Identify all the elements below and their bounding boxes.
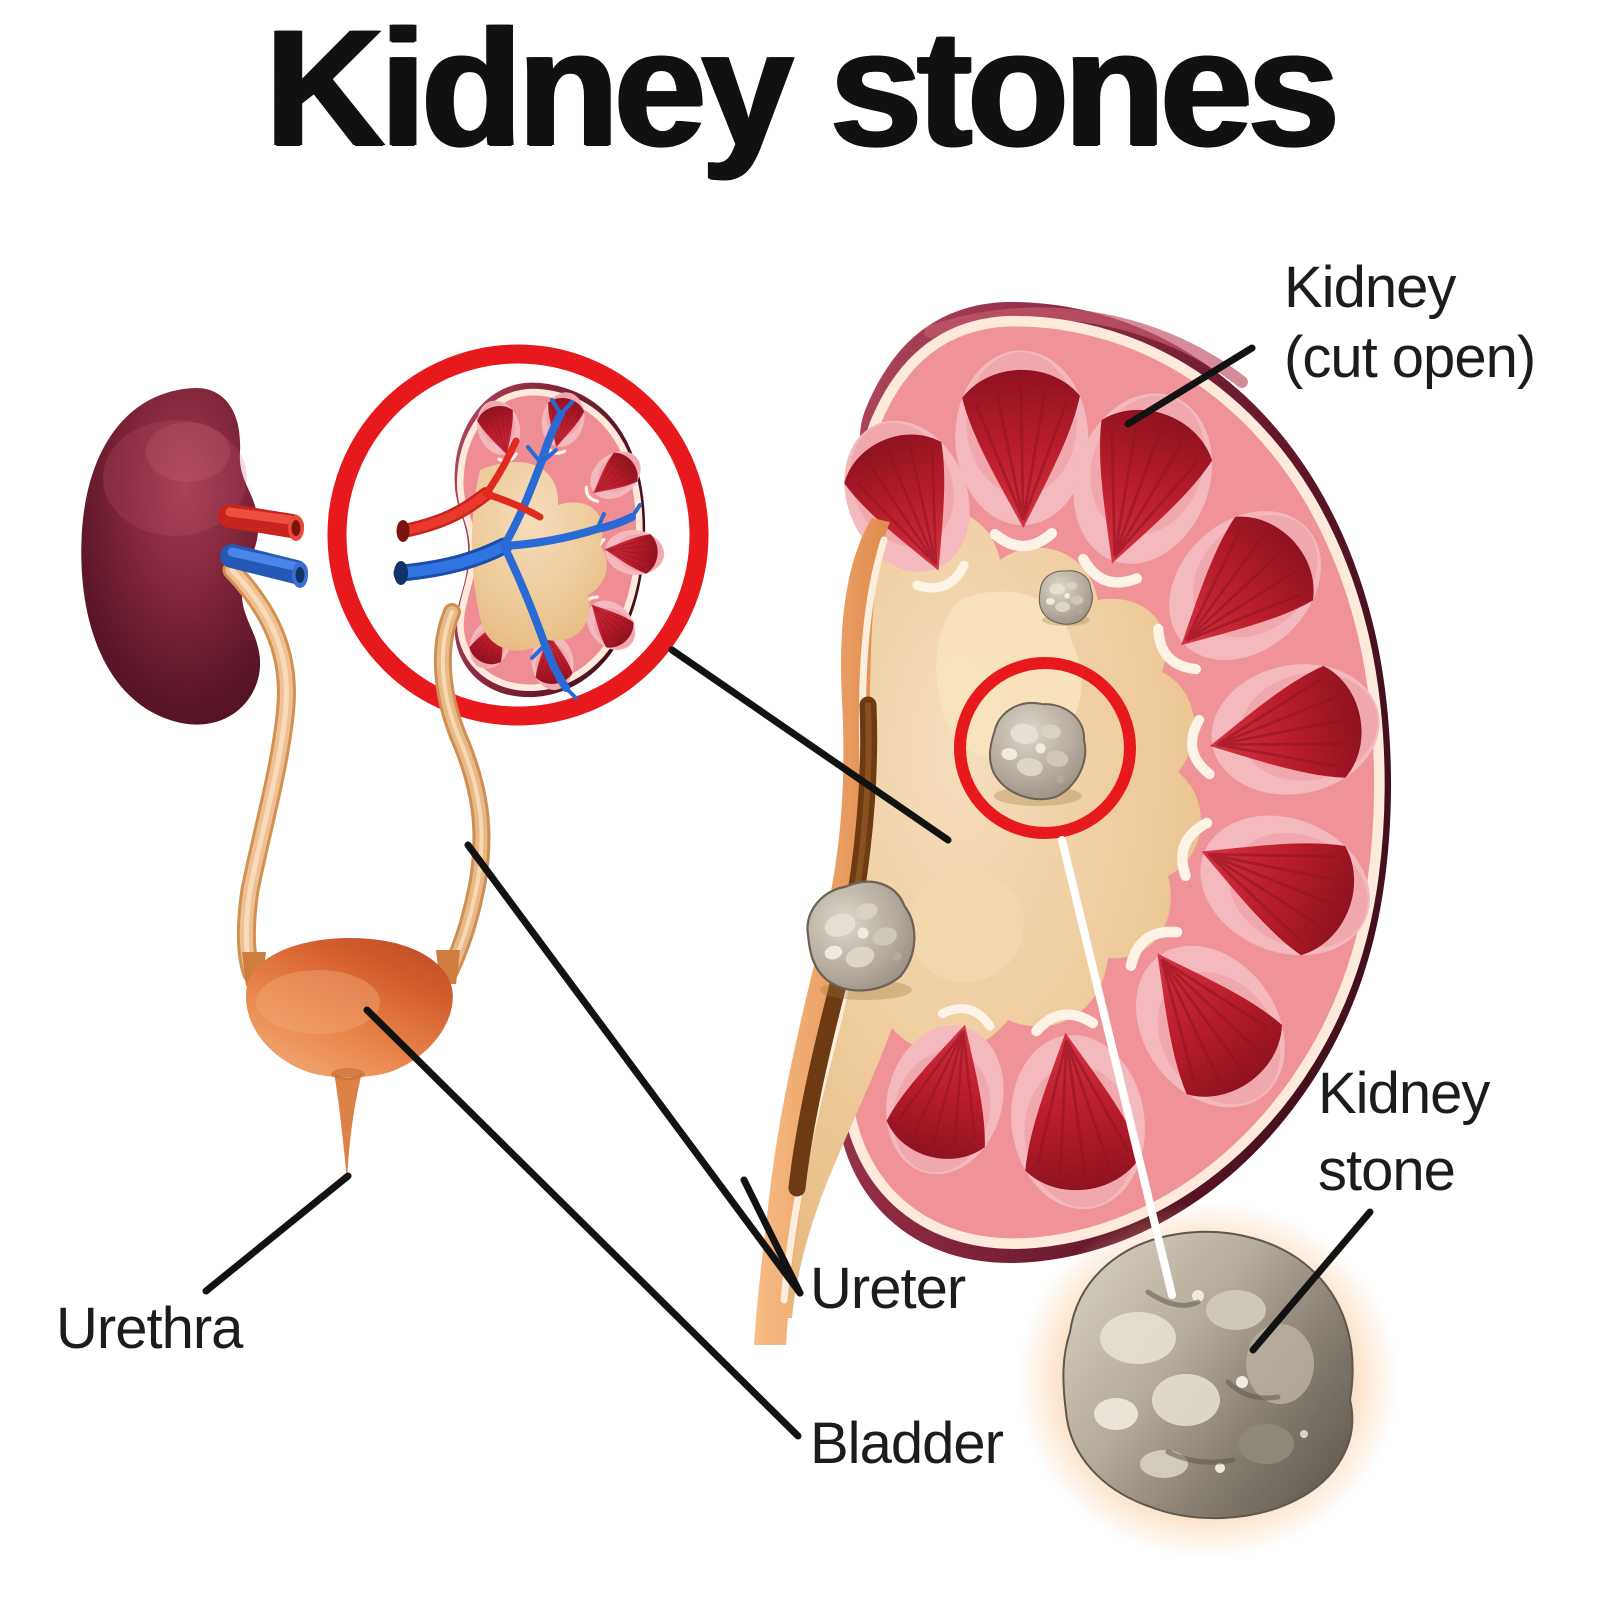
leader-ureter-left xyxy=(464,841,804,1297)
leader-bladder xyxy=(363,1006,802,1440)
label-urethra: Urethra xyxy=(56,1296,243,1361)
label-kidney-cut-open-line1: Kidney xyxy=(1284,255,1456,320)
renal-vein-tree xyxy=(393,398,642,700)
leader-urethra xyxy=(202,1172,352,1295)
cut-open-kidney-small xyxy=(393,382,669,984)
cut-open-kidney-large xyxy=(754,301,1391,1345)
kidney-stone-large-illustration xyxy=(1018,1202,1398,1558)
label-kidney-cut-open-line2: (cut open) xyxy=(1284,324,1536,390)
leader-kidney-cut-open xyxy=(1124,344,1256,428)
label-kidney-stone-line1: Kidney xyxy=(1318,1061,1490,1126)
bladder-illustration xyxy=(242,938,460,1180)
kidney-stones-in-kidney xyxy=(795,570,1093,1004)
label-kidney-cut-open: Kidney (cut open) xyxy=(1284,253,1536,392)
leader-lines xyxy=(202,344,1374,1440)
small-kidney-ureter-tube xyxy=(433,603,491,984)
renal-artery-tree xyxy=(396,437,544,542)
leader-magnifier-to-kidney xyxy=(668,646,952,844)
stone-highlight-circle xyxy=(954,657,1136,839)
leader-kidney-stone xyxy=(1249,1208,1374,1354)
stone-pointer-line xyxy=(1058,836,1176,1299)
label-bladder: Bladder xyxy=(810,1411,1004,1476)
urethra-illustration xyxy=(331,1068,365,1180)
poster-title: Kidney stones xyxy=(265,0,1340,181)
label-ureter: Ureter xyxy=(810,1256,966,1321)
magnifier-circle xyxy=(327,344,709,726)
leader-ureter-right xyxy=(740,1176,804,1297)
whole-kidney-illustration xyxy=(81,388,308,984)
label-kidney-stone-line2: stone xyxy=(1318,1137,1456,1203)
small-kidney-pelvis xyxy=(471,462,607,651)
renal-vein xyxy=(220,544,308,588)
renal-artery xyxy=(218,504,304,541)
label-kidney-stone: Kidney stone xyxy=(1318,1056,1490,1209)
left-ureter-tube xyxy=(222,560,296,984)
